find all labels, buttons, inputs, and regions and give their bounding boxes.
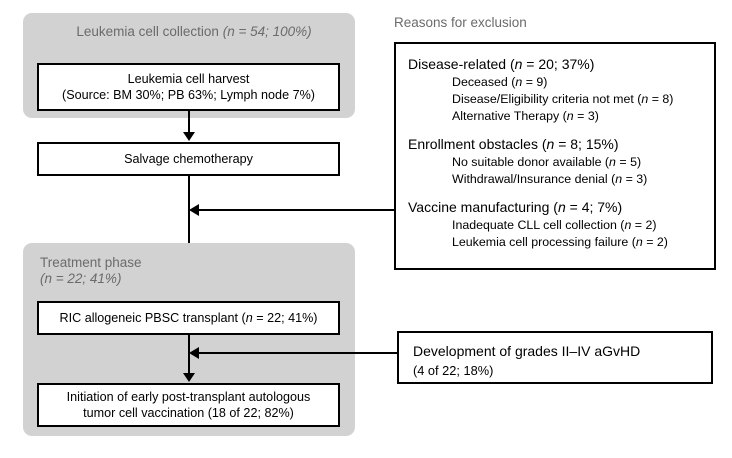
connector-harvest-to-salvage	[188, 111, 190, 133]
phase-title-treatment-stat: (n = 22; 41%)	[40, 271, 122, 286]
agvhd-line2: (4 of 22; 18%)	[413, 363, 494, 378]
box-ric-allogeneic-pbsc-transplant: RIC allogeneic PBSC transplant (n = 22; …	[37, 301, 340, 335]
exclusion-heading-vaccine-manufacturing: Vaccine manufacturing (n = 4; 7%)	[408, 199, 623, 215]
phase-title-treatment-text: Treatment phase	[40, 255, 142, 270]
arrowhead-exclusion-to-main	[189, 204, 199, 216]
arrowhead-agvhd-to-main	[189, 347, 199, 359]
box-salvage-line1: Salvage chemotherapy	[124, 152, 253, 166]
phase-title-collection-text: Leukemia cell collection	[76, 24, 219, 39]
exclusion-group-enrollment-obstacles: Enrollment obstacles (n = 8; 15%) No sui…	[408, 134, 702, 188]
phase-title-collection: Leukemia cell collection (n = 54; 100%)	[44, 24, 344, 40]
arrowhead-transplant-to-vaccination	[183, 373, 195, 382]
phase-title-collection-stat: (n = 54; 100%)	[222, 24, 312, 39]
phase-title-treatment: Treatment phase (n = 22; 41%)	[40, 255, 142, 287]
connector-agvhd-to-main	[195, 352, 397, 354]
agvhd-line1: Development of grades II–IV aGvHD	[413, 343, 641, 359]
connector-exclusion-to-main	[195, 209, 394, 211]
exclusion-item: Alternative Therapy (n = 3)	[452, 109, 599, 123]
exclusion-item: Leukemia cell processing failure (n = 2)	[452, 235, 668, 249]
box-tumor-cell-vaccination: Initiation of early post-transplant auto…	[37, 383, 340, 427]
exclusion-item: Withdrawal/Insurance denial (n = 3)	[452, 172, 648, 186]
exclusion-item: Disease/Eligibility criteria not met (n …	[452, 92, 674, 106]
exclusion-item: No suitable donor available (n = 5)	[452, 155, 642, 169]
exclusion-heading-enrollment-obstacles: Enrollment obstacles (n = 8; 15%)	[408, 136, 619, 152]
box-transplant-line1: RIC allogeneic PBSC transplant (n = 22; …	[59, 311, 318, 325]
arrowhead-harvest-to-salvage	[183, 132, 195, 141]
box-salvage-chemotherapy: Salvage chemotherapy	[37, 142, 340, 176]
exclusion-group-vaccine-manufacturing: Vaccine manufacturing (n = 4; 7%) Inadeq…	[408, 197, 702, 251]
box-leukemia-cell-harvest: Leukemia cell harvest (Source: BM 30%; P…	[37, 63, 340, 111]
box-reasons-for-exclusion: Disease-related (n = 20; 37%) Deceased (…	[394, 42, 716, 270]
box-harvest-line1: Leukemia cell harvest	[127, 72, 250, 86]
box-agvhd-development: Development of grades II–IV aGvHD (4 of …	[397, 331, 713, 384]
section-label-reasons-for-exclusion: Reasons for exclusion	[394, 15, 527, 30]
exclusion-group-disease-related: Disease-related (n = 20; 37%) Deceased (…	[408, 54, 702, 125]
box-vaccination-line2: tumor cell vaccination (18 of 22; 82%)	[83, 406, 294, 420]
box-vaccination-line1: Initiation of early post-transplant auto…	[66, 390, 311, 404]
exclusion-heading-disease-related: Disease-related (n = 20; 37%)	[408, 56, 595, 72]
exclusion-item: Inadequate CLL cell collection (n = 2)	[452, 218, 657, 232]
box-harvest-line2: (Source: BM 30%; PB 63%; Lymph node 7%)	[62, 88, 315, 102]
connector-salvage-to-transplant	[188, 176, 190, 293]
exclusion-item: Deceased (n = 9)	[452, 75, 548, 89]
